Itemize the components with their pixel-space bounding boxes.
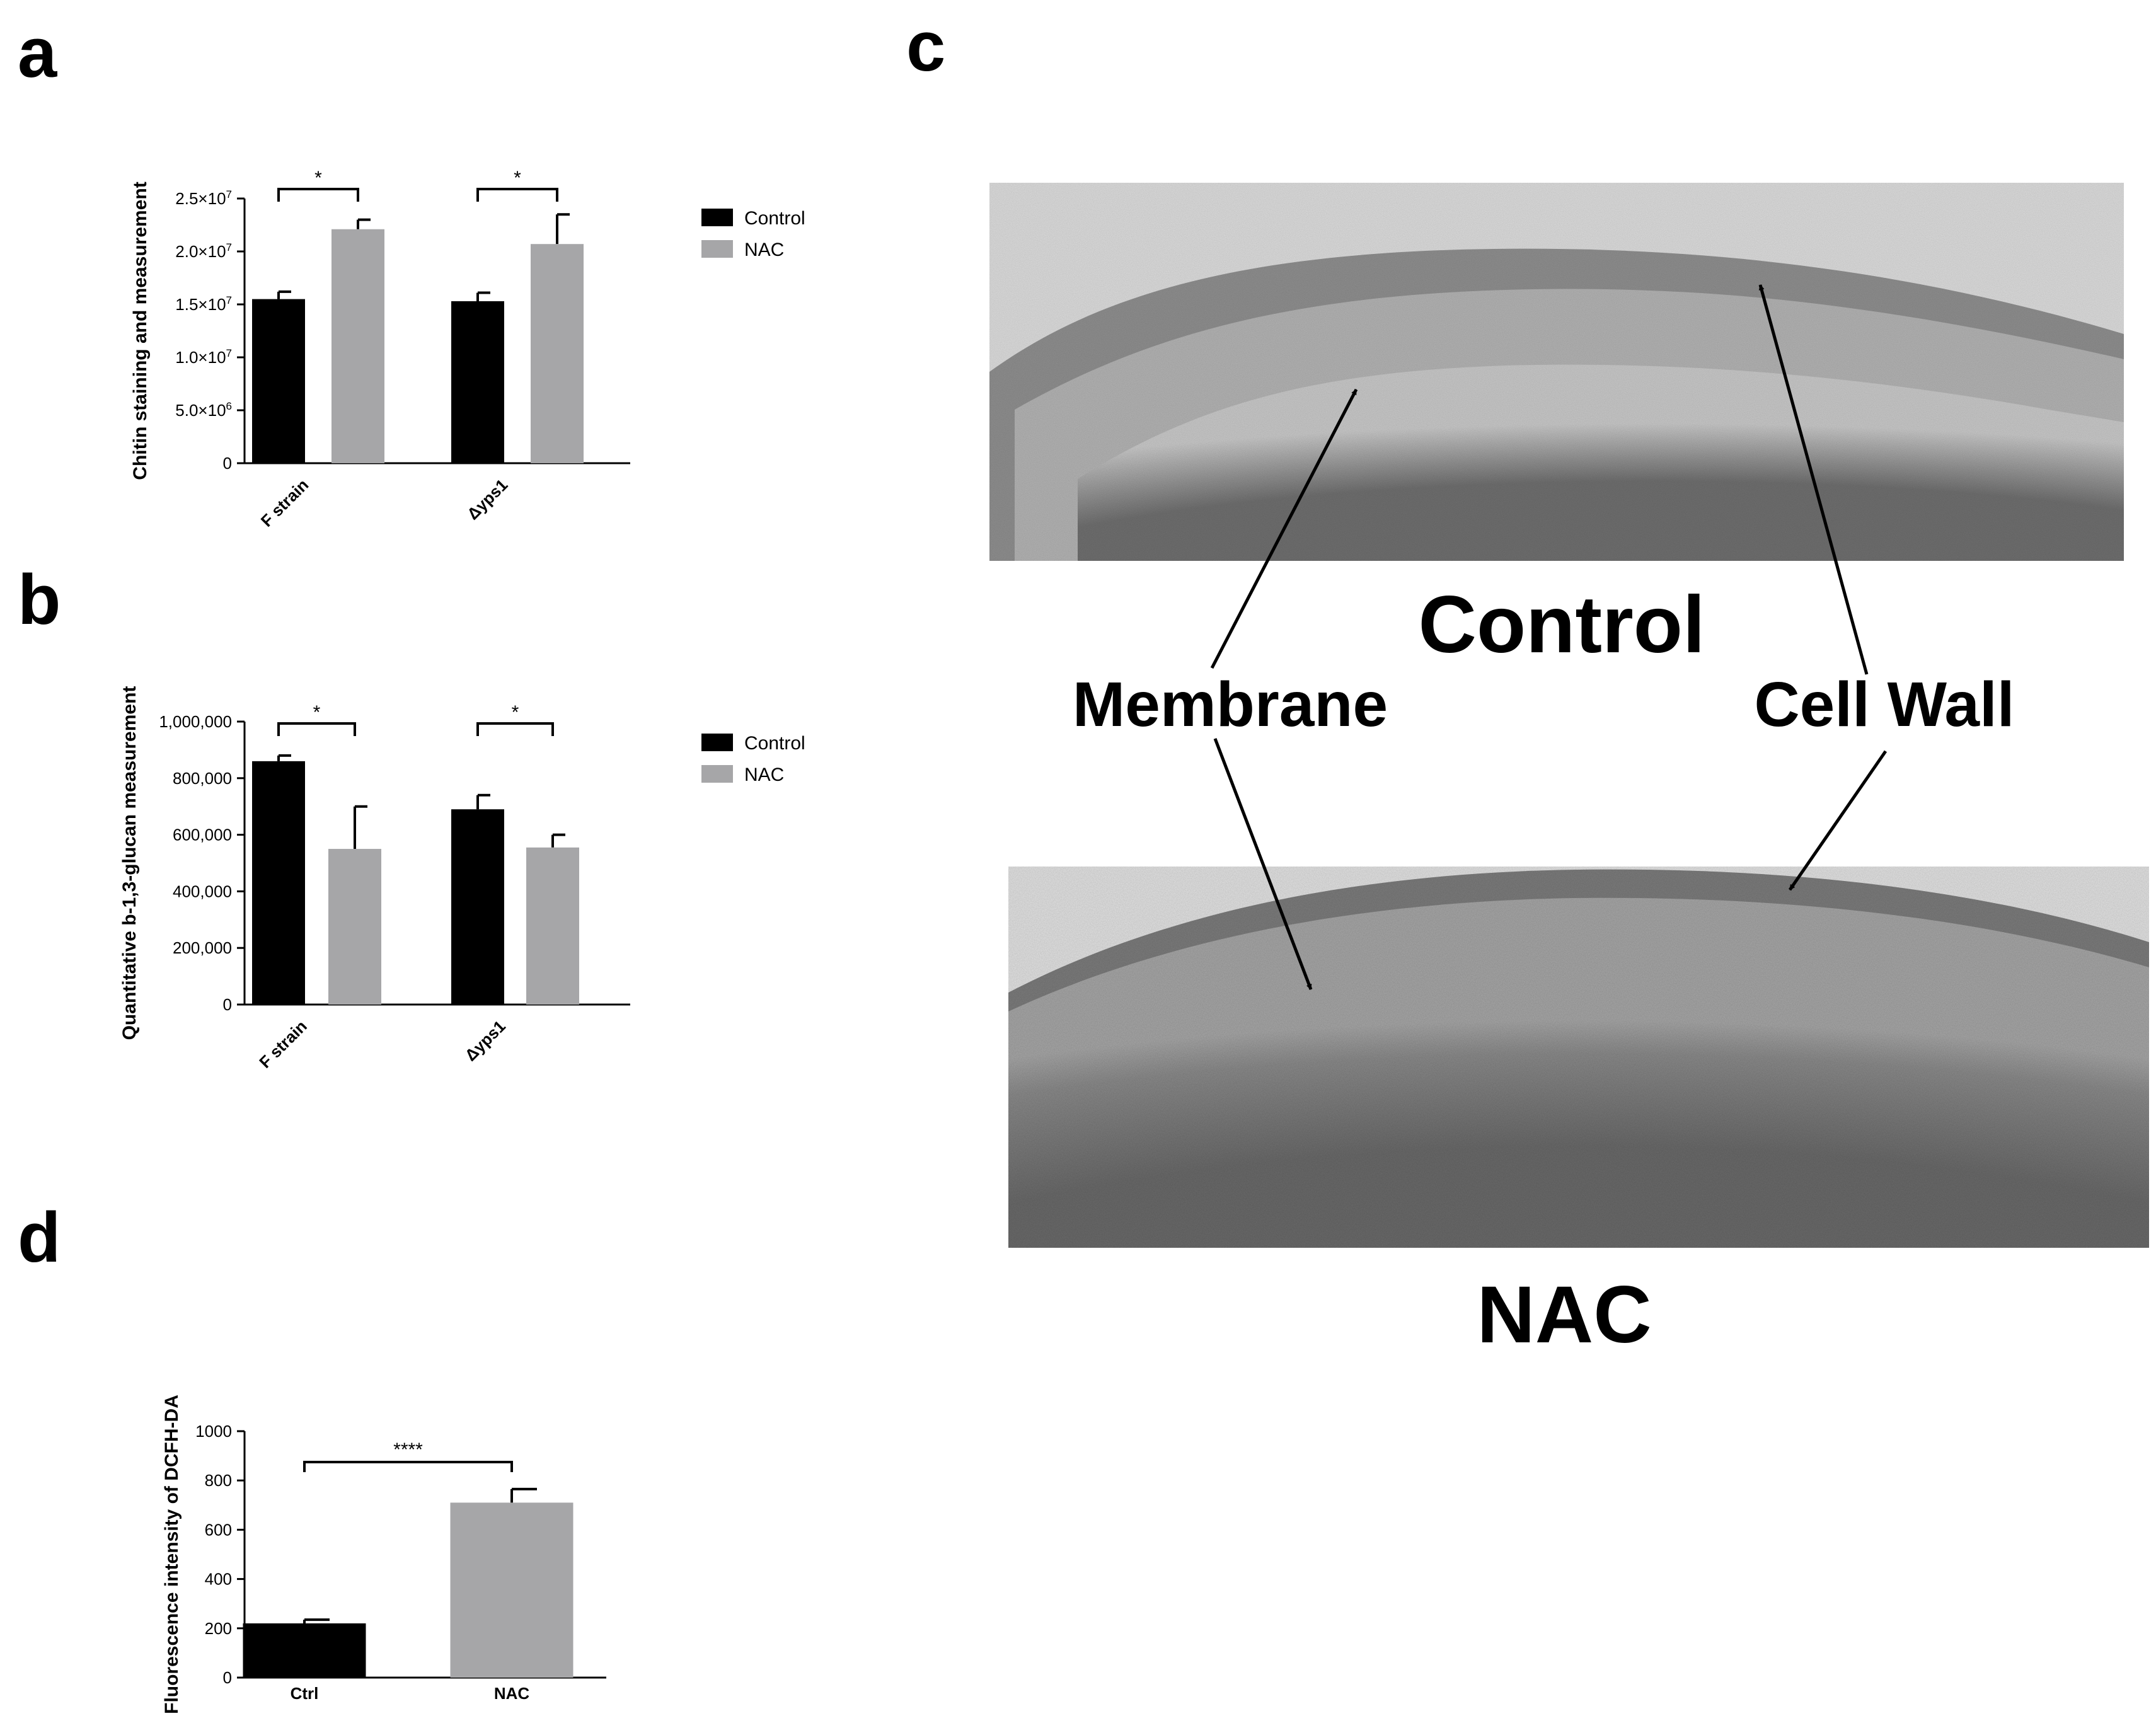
membrane-arrow-nac: [1213, 738, 1313, 990]
membrane-label: Membrane: [1073, 669, 1388, 740]
significance-bracket: [277, 722, 356, 736]
category-label: Ctrl: [291, 1684, 319, 1703]
panel-letter-b: b: [18, 560, 61, 639]
category-label: F strain: [255, 1017, 311, 1072]
y-tick-label: 800,000: [173, 769, 232, 788]
micrograph-nac-label: NAC: [1477, 1270, 1651, 1360]
category-label: NAC: [494, 1684, 530, 1703]
bar-nac: [531, 244, 584, 463]
significance-marker: *: [512, 702, 519, 723]
significance-bracket: [476, 722, 554, 736]
y-tick-label: 0: [223, 995, 232, 1014]
legend-label-nac: NAC: [744, 764, 784, 785]
bar-nac: [526, 847, 579, 1005]
y-tick-label: 400: [205, 1570, 232, 1589]
y-tick-label: 0: [223, 454, 232, 473]
micrograph-control-label: Control: [1419, 580, 1705, 670]
category-label: Δyps1: [461, 1017, 509, 1064]
significance-marker: *: [313, 702, 321, 723]
category-label: F strain: [257, 475, 313, 531]
bar-ctrl: [243, 1623, 366, 1678]
significance-marker: *: [314, 168, 322, 188]
y-tick-label: 800: [205, 1471, 232, 1490]
category-label: Δyps1: [463, 475, 511, 523]
y-tick-label: 200: [205, 1619, 232, 1638]
y-tick-label: 0: [223, 1668, 232, 1687]
legend-label-nac: NAC: [744, 239, 784, 260]
y-tick-label: 2.5×107: [175, 188, 232, 208]
y-tick-label: 1.0×107: [175, 347, 232, 367]
membrane-arrow-control: [1210, 388, 1358, 669]
bar-control: [252, 761, 305, 1005]
micrograph-panel: Control Membrane Cell Wall NAC: [989, 183, 2149, 1360]
bar-control: [451, 301, 504, 463]
cell-wall-arrow-nac: [1788, 750, 1888, 891]
y-axis-title: Fluorescence intensity of DCFH-DA: [161, 1395, 182, 1714]
legend-swatch-control: [701, 734, 733, 751]
y-tick-label: 1.5×107: [175, 294, 232, 314]
y-tick-label: 600: [205, 1520, 232, 1539]
chart-b-glucan: 0 200,000 400,000 600,000 800,000 1,000,000 Qu…: [119, 686, 805, 1072]
bar-control: [451, 809, 504, 1005]
legend-swatch-control: [701, 209, 733, 226]
panel-letter-d: d: [18, 1198, 61, 1277]
significance-bracket: [303, 1461, 513, 1472]
legend-swatch-nac: [701, 765, 733, 783]
y-axis-title: Quantitative b-1,3-glucan measurement: [119, 686, 140, 1040]
y-tick-label: 1,000,000: [159, 712, 232, 731]
y-axis-title: Chitin staining and measurement: [130, 181, 151, 480]
legend-swatch-nac: [701, 240, 733, 258]
bar-control: [252, 299, 305, 463]
cell-wall-arrow-control: [1758, 284, 1869, 675]
y-tick-label: 200,000: [173, 938, 232, 957]
significance-marker: *: [514, 168, 521, 188]
chart-d-dcfh: 0 200 400 600 800 1000 Fluorescence intensity …: [161, 1395, 606, 1714]
significance-marker: ****: [393, 1439, 423, 1460]
micrograph-control-image: [989, 183, 2124, 561]
panel-letter-a: a: [18, 13, 57, 92]
significance-bracket: [476, 188, 558, 202]
significance-bracket: [277, 188, 359, 202]
y-tick-label: 5.0×106: [175, 400, 232, 420]
cell-wall-label: Cell Wall: [1754, 669, 2014, 740]
legend-label-control: Control: [744, 733, 805, 754]
chart-a-chitin: 0 5.0×106 1.0×107 1.5×107 2.0×107 2.5×107 Chit…: [130, 168, 805, 531]
panel-letter-c: c: [906, 7, 945, 86]
bar-nac: [328, 849, 381, 1005]
y-tick-label: 600,000: [173, 826, 232, 844]
y-tick-label: 1000: [195, 1422, 232, 1441]
y-tick-label: 400,000: [173, 882, 232, 901]
bar-nac: [331, 229, 384, 463]
micrograph-nac-image: [1008, 867, 2149, 1248]
bar-nac: [450, 1502, 574, 1678]
legend-label-control: Control: [744, 208, 805, 229]
y-tick-label: 2.0×107: [175, 241, 232, 261]
